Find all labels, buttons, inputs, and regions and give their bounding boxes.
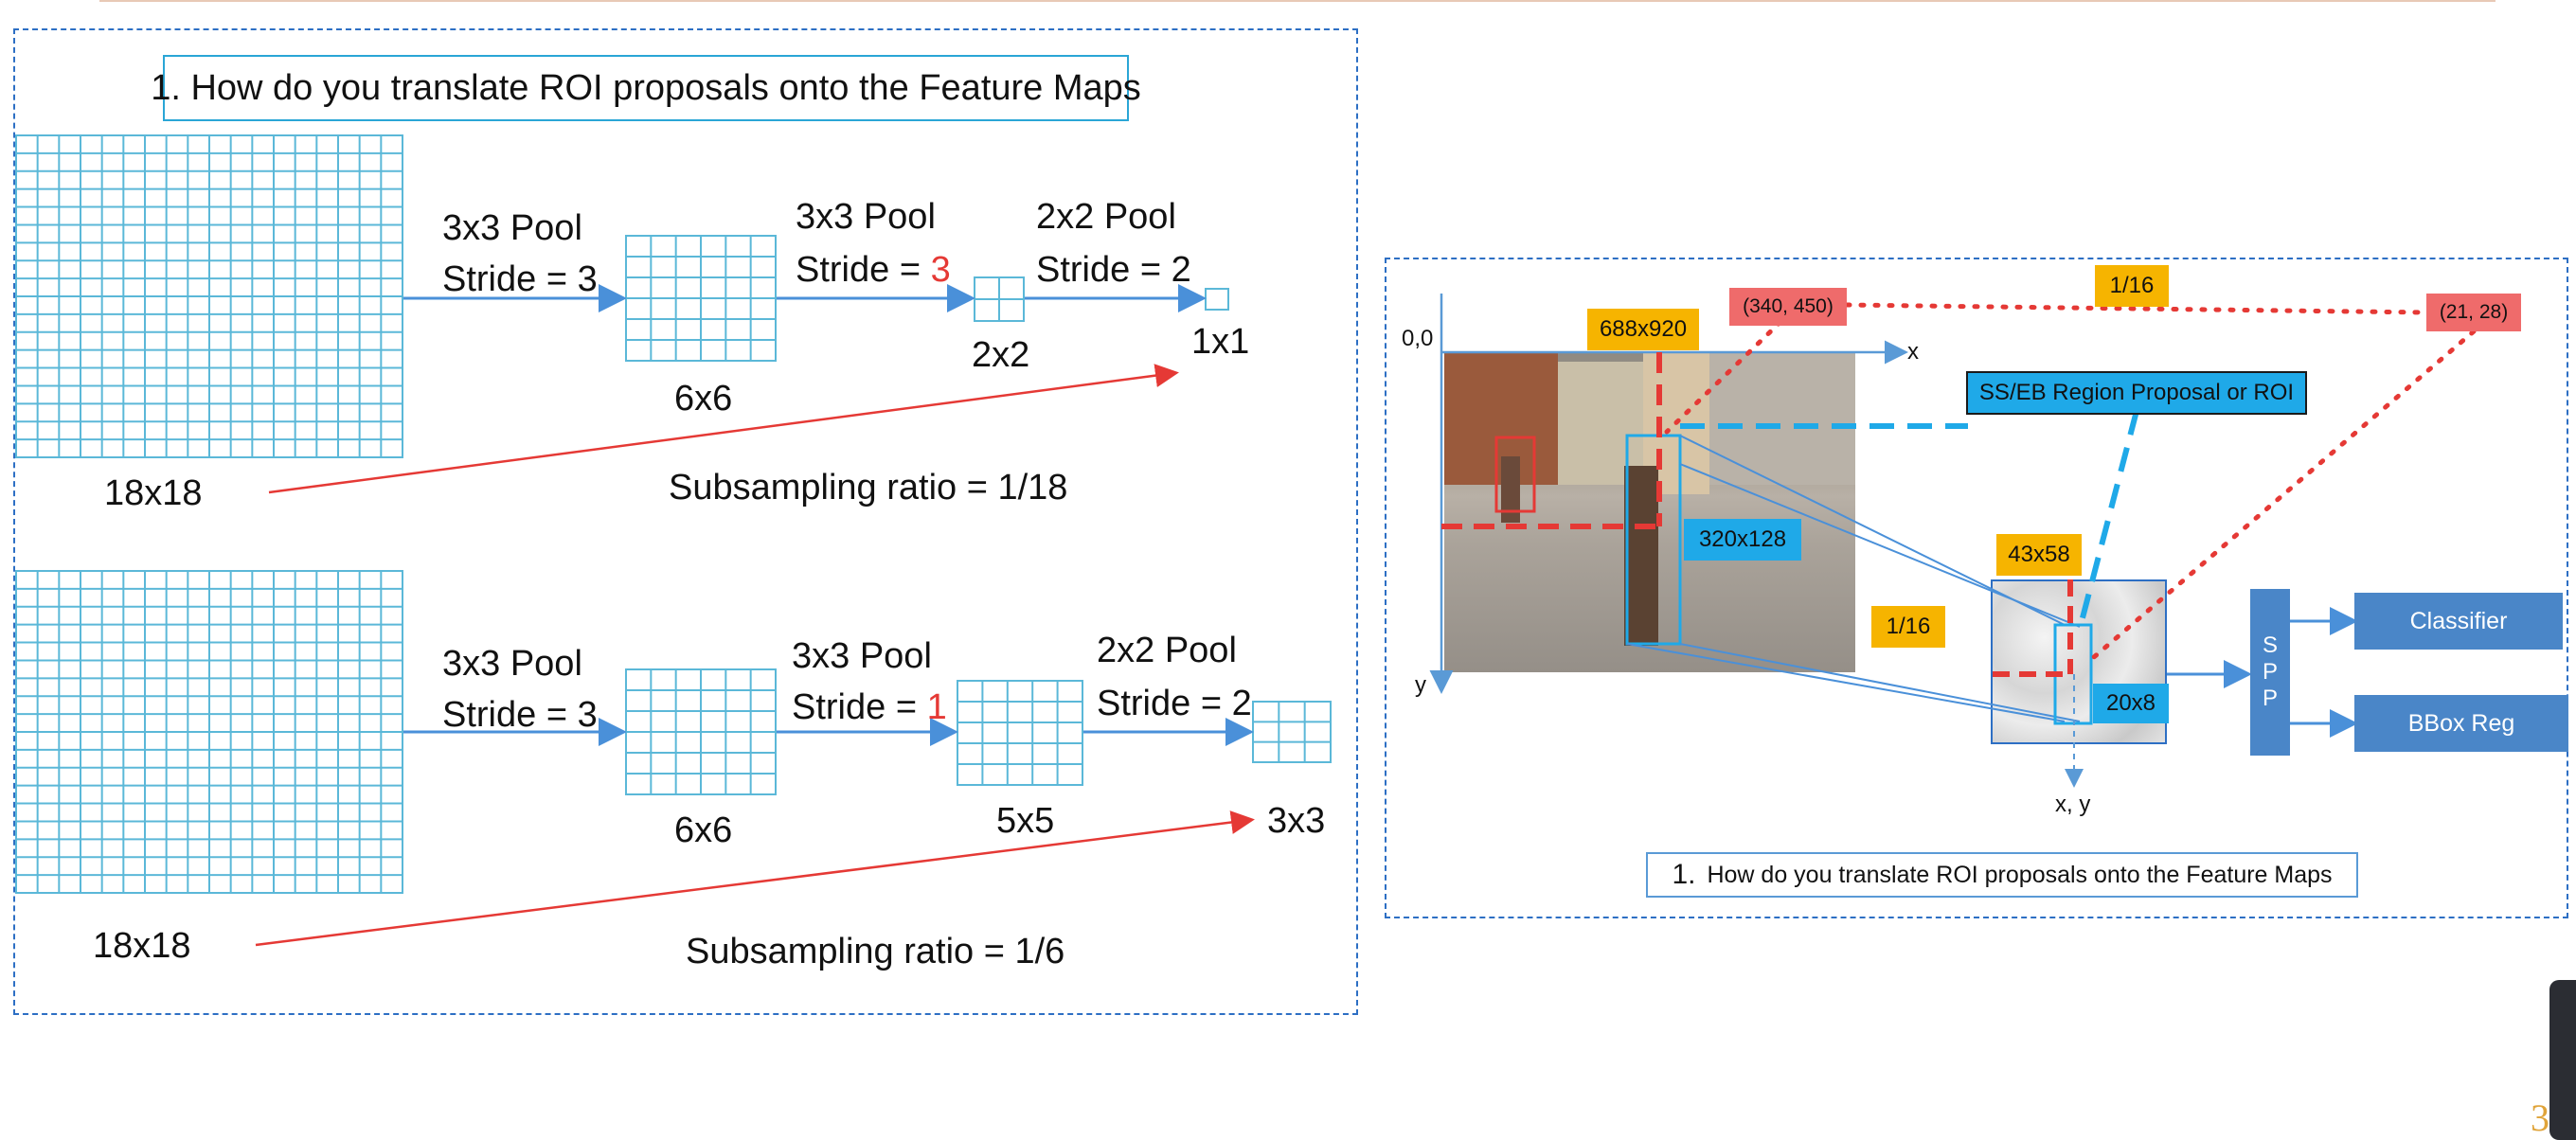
- red-arrow-bottom: [255, 810, 1255, 947]
- xy-label: x, y: [2055, 792, 2091, 817]
- pool2-bottom-stride-value: 1: [926, 687, 947, 727]
- spp-letter-2: P: [2262, 659, 2278, 685]
- pool3-top-stride-value: 2: [1171, 250, 1191, 290]
- pool1-top-line1: 3x3 Pool: [442, 208, 582, 248]
- pool2-top-line1: 3x3 Pool: [796, 197, 936, 237]
- image-size-tag: 688x920: [1587, 309, 1699, 350]
- grid-lines: [15, 134, 403, 458]
- spp-letter-1: S: [2262, 632, 2278, 658]
- region-proposal-tag: SS/EB Region Proposal or ROI: [1966, 371, 2307, 415]
- caption-number: 1.: [1672, 859, 1696, 890]
- roi-size-tag: 320x128: [1684, 519, 1801, 561]
- dotted-img: [1664, 319, 1783, 435]
- grid-lines: [15, 570, 403, 894]
- pool3-top-stride-label: Stride =: [1036, 250, 1172, 290]
- roi-box: [1625, 434, 1682, 646]
- caption-text: How do you translate ROI proposals onto …: [1707, 861, 2333, 888]
- left-diagram-panel: [13, 28, 1358, 1015]
- dotted-top: [1844, 302, 2429, 315]
- pool3-bottom-stride-label: Stride =: [1097, 684, 1232, 723]
- projection-line-3: [1626, 643, 2066, 722]
- size-6x6-bottom: 6x6: [674, 810, 733, 850]
- grid-3x3-bottom: [1252, 701, 1332, 763]
- dotted-diagonal: [2084, 329, 2477, 666]
- right-panel-caption: 1. How do you translate ROI proposals on…: [1646, 852, 2358, 898]
- right-diagram-panel: [1385, 258, 2568, 918]
- pool1-top-stride-label: Stride =: [442, 259, 578, 299]
- side-handle[interactable]: [2549, 980, 2576, 1140]
- pool2-bottom-line2: Stride = 1: [792, 689, 947, 725]
- pool1-bottom-stride-value: 3: [577, 695, 598, 735]
- size-18x18-bottom: 18x18: [93, 926, 191, 966]
- spp-letter-3: P: [2262, 686, 2278, 711]
- projection-line-4: [1679, 643, 2081, 722]
- size-1x1-top: 1x1: [1191, 322, 1250, 362]
- pool1-bottom-stride-label: Stride =: [442, 695, 578, 735]
- size-5x5-bottom: 5x5: [996, 801, 1055, 841]
- grid-lines: [1252, 701, 1332, 763]
- roi-fm-size-tag: 20x8: [2093, 684, 2169, 723]
- fm-size-tag: 43x58: [1996, 534, 2082, 576]
- red-arrow-top: [268, 364, 1179, 494]
- scale-top-tag: 1/16: [2095, 265, 2169, 307]
- pool3-bottom-line2: Stride = 2: [1097, 686, 1252, 721]
- pool3-top-line2: Stride = 2: [1036, 252, 1191, 288]
- scale-mid-tag: 1/16: [1871, 606, 1945, 648]
- pool3-bottom-stride-value: 2: [1231, 684, 1252, 723]
- pool2-bottom-line1: 3x3 Pool: [792, 636, 932, 676]
- spp-block: S P P: [2250, 589, 2290, 756]
- fm-coord-tag: (21, 28): [2426, 294, 2521, 331]
- pool1-top-stride-value: 3: [577, 259, 598, 299]
- pool3-top-line1: 2x2 Pool: [1036, 197, 1176, 237]
- pedestrian-small-box: [1494, 436, 1536, 513]
- pool1-bottom-line1: 3x3 Pool: [442, 644, 582, 684]
- grid-18x18-bottom: [15, 570, 403, 894]
- left-panel-title-text: 1. How do you translate ROI proposals on…: [151, 67, 1141, 108]
- size-3x3-bottom: 3x3: [1267, 801, 1326, 841]
- pool2-top-stride-value: 3: [930, 250, 951, 290]
- header-rule: [99, 0, 2496, 2]
- pool2-top-line2: Stride = 3: [796, 252, 951, 288]
- origin-label: 0,0: [1402, 326, 1434, 351]
- classifier-block: Classifier: [2354, 593, 2563, 650]
- proposal-connector-2: [2077, 410, 2139, 630]
- pool1-bottom-line2: Stride = 3: [442, 697, 598, 733]
- projection-line-2: [1679, 463, 2081, 628]
- ratio-bottom: Subsampling ratio = 1/6: [686, 932, 1065, 971]
- ratio-top: Subsampling ratio = 1/18: [669, 468, 1068, 508]
- pool1-top-line2: Stride = 3: [442, 261, 598, 297]
- pool3-bottom-line1: 2x2 Pool: [1097, 631, 1237, 670]
- pool2-bottom-stride-label: Stride =: [792, 687, 927, 727]
- left-panel-title: 1. How do you translate ROI proposals on…: [151, 55, 1141, 121]
- size-18x18-top: 18x18: [104, 473, 203, 513]
- projection-line-1: [1679, 435, 2066, 626]
- size-2x2-top: 2x2: [972, 335, 1030, 375]
- x-axis-label: x: [1907, 339, 1919, 365]
- grid-18x18-top: [15, 134, 403, 458]
- bbox-reg-block: BBox Reg: [2354, 695, 2568, 752]
- roi-coord-tag: (340, 450): [1729, 288, 1847, 326]
- size-6x6-top: 6x6: [674, 379, 733, 419]
- pool2-top-stride-label: Stride =: [796, 250, 931, 290]
- y-axis-label: y: [1415, 672, 1426, 698]
